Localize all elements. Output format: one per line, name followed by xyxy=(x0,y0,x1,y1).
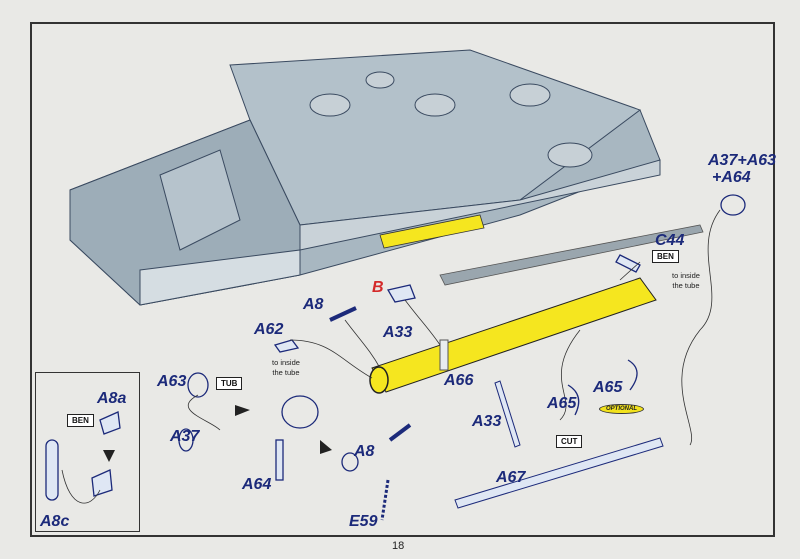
part-label-a33-bottom: A33 xyxy=(472,413,502,430)
optional-tag: OPTIONAL xyxy=(599,404,644,414)
part-label-a8-bottom: A8 xyxy=(354,443,375,460)
part-label-a65-right: A65 xyxy=(593,379,623,396)
part-label-a37: A37 xyxy=(170,428,200,445)
part-label-a67: A67 xyxy=(496,469,526,486)
cut-tag: CUT xyxy=(556,435,583,448)
arrows xyxy=(103,405,332,462)
inset-a8-detail xyxy=(35,372,140,532)
part-label-b: B xyxy=(372,279,384,296)
part-label-a65-left: A65 xyxy=(547,395,577,412)
part-label-a63: A63 xyxy=(157,373,187,390)
part-label-a33-top: A33 xyxy=(383,324,413,341)
bend-tag-inset: BEN xyxy=(67,414,94,427)
small-yellow-tube xyxy=(379,214,485,249)
page-number: 18 xyxy=(392,540,405,552)
yellow-tube xyxy=(369,277,657,394)
part-label-a8c: A8c xyxy=(40,513,70,530)
part-label-a64: A64 xyxy=(242,476,272,493)
a33-bar xyxy=(494,380,521,448)
part-label-c44: C44 xyxy=(655,232,685,249)
tub-tag: TUB xyxy=(216,377,243,390)
part-label-a64-plus: +A64 xyxy=(712,169,751,186)
part-label-e59: E59 xyxy=(349,513,378,530)
part-label-a66: A66 xyxy=(444,372,474,389)
a67-rail xyxy=(454,437,664,509)
part-label-a37-a63: A37+A63 xyxy=(708,152,777,169)
note-c44-line2: the tube xyxy=(672,281,700,290)
tank-hull xyxy=(69,49,661,306)
note-a62-line1: to inside xyxy=(272,358,300,367)
page-frame xyxy=(30,22,775,537)
leader-lines xyxy=(61,209,721,504)
part-label-a8a: A8a xyxy=(97,390,127,407)
part-label-a62: A62 xyxy=(254,321,284,338)
note-a62-line2: the tube xyxy=(272,368,300,377)
long-rod xyxy=(439,224,704,286)
part-label-a8-top: A8 xyxy=(303,296,324,313)
note-c44-line1: to inside xyxy=(672,271,700,280)
bend-tag-c44: BEN xyxy=(652,250,679,263)
